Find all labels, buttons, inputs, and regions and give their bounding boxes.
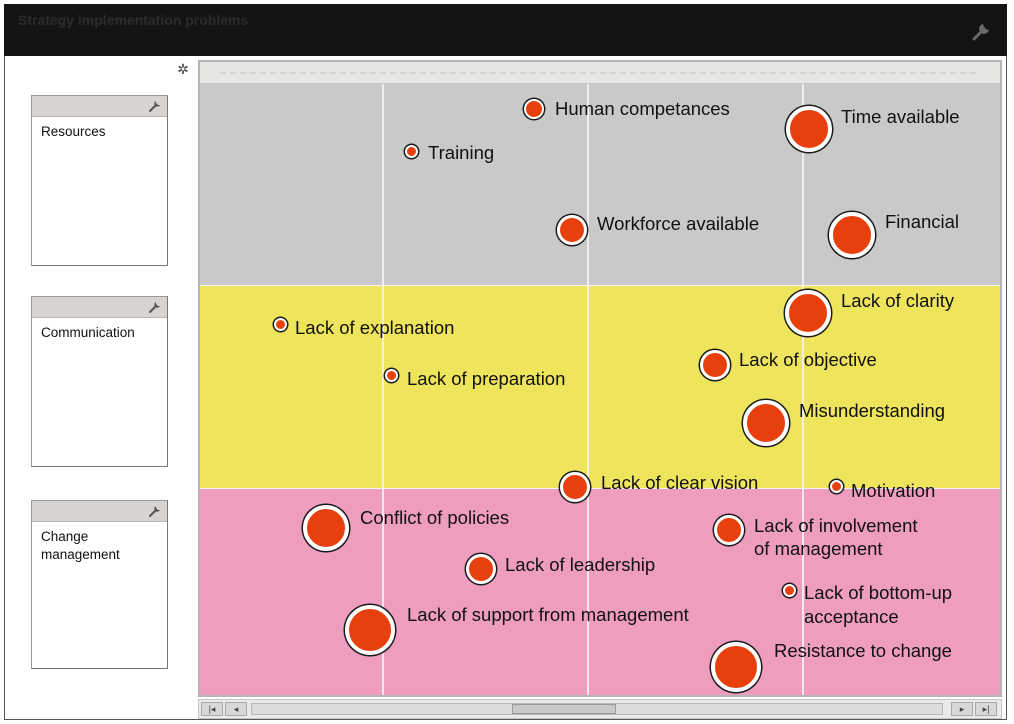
header-decoration: [220, 72, 980, 74]
card-label: Communication: [41, 325, 135, 340]
point-label: Lack of bottom-up: [804, 582, 953, 603]
point-marker[interactable]: [384, 368, 398, 382]
category-card-resources[interactable]: Resources: [31, 95, 168, 266]
card-label: Resources: [41, 124, 106, 139]
horizontal-scrollbar[interactable]: |◂ ◂ ▸ ▸|: [198, 699, 1002, 719]
point-marker[interactable]: [524, 99, 544, 119]
window-titlebar: Strategy implementation problems: [4, 4, 1007, 56]
point-marker[interactable]: [273, 317, 287, 331]
point-marker[interactable]: [782, 583, 796, 597]
point-marker[interactable]: [829, 212, 875, 258]
point-marker[interactable]: [786, 106, 832, 152]
window-border-bottom: [4, 719, 1007, 720]
point-marker[interactable]: [714, 515, 744, 545]
grid-line: [382, 84, 384, 695]
point-marker[interactable]: [557, 215, 587, 245]
point-label-line2: acceptance: [804, 606, 899, 627]
wrench-icon[interactable]: [148, 504, 162, 518]
point-label: Conflict of policies: [360, 507, 510, 528]
point-label: Financial: [885, 211, 960, 232]
point-label: Workforce available: [597, 213, 760, 234]
wrench-icon[interactable]: [971, 20, 993, 42]
chart-header: [200, 62, 1000, 84]
card-header: [32, 96, 167, 117]
point-label: Lack of leadership: [505, 554, 656, 575]
scroll-right-button[interactable]: ▸: [951, 702, 973, 716]
point-label: Lack of clear vision: [601, 472, 759, 493]
card-header: [32, 297, 167, 318]
window-border-left: [4, 56, 5, 720]
scroll-track[interactable]: [251, 703, 943, 715]
scroll-first-button[interactable]: |◂: [201, 702, 223, 716]
point-label-line2: of management: [754, 538, 883, 559]
point-marker[interactable]: [829, 479, 843, 493]
point-label: Lack of support from management: [407, 604, 689, 625]
point-label: Time available: [841, 106, 960, 127]
category-card-communication[interactable]: Communication: [31, 296, 168, 467]
point-marker[interactable]: [700, 350, 730, 380]
scroll-thumb[interactable]: [512, 704, 616, 714]
scroll-left-button[interactable]: ◂: [225, 702, 247, 716]
point-label: Lack of preparation: [407, 368, 566, 389]
close-icon[interactable]: ✲: [177, 61, 189, 77]
point-marker[interactable]: [711, 642, 761, 692]
point-label: Lack of clarity: [841, 290, 955, 311]
wrench-icon[interactable]: [148, 99, 162, 113]
point-marker[interactable]: [303, 505, 349, 551]
point-marker[interactable]: [345, 605, 395, 655]
band-communication: [200, 285, 1000, 488]
grid-line: [802, 84, 804, 695]
point-marker[interactable]: [404, 144, 418, 158]
window-title: Strategy implementation problems: [18, 12, 249, 28]
card-label: Change management: [41, 529, 120, 562]
grid-line: [587, 84, 589, 695]
point-label: Human competances: [555, 98, 730, 119]
scroll-last-button[interactable]: ▸|: [975, 702, 997, 716]
category-card-change-management[interactable]: Change management: [31, 500, 168, 669]
point-label: Lack of objective: [739, 349, 877, 370]
point-label: Misunderstanding: [799, 400, 946, 421]
point-label: Motivation: [851, 480, 936, 501]
point-marker[interactable]: [743, 400, 789, 446]
point-marker[interactable]: [466, 554, 496, 584]
card-header: [32, 501, 167, 522]
point-label: Resistance to change: [774, 640, 952, 661]
point-marker[interactable]: [560, 472, 590, 502]
point-label: Lack of explanation: [295, 317, 455, 338]
point-label: Training: [428, 142, 495, 163]
wrench-icon[interactable]: [148, 300, 162, 314]
point-label: Lack of involvement: [754, 515, 918, 536]
point-marker[interactable]: [785, 290, 831, 336]
window-border-right: [1006, 56, 1007, 720]
